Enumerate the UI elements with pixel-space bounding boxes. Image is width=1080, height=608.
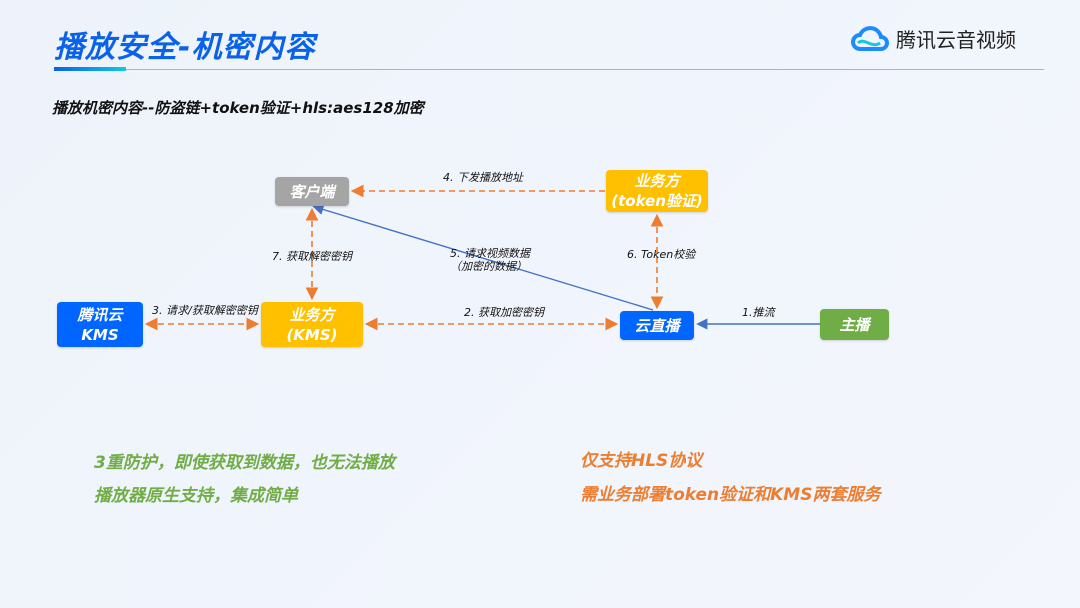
node-label: 业务方 <box>289 305 335 324</box>
node-label: 主播 <box>839 315 870 334</box>
cloud-logo-icon <box>851 25 889 51</box>
edge-label-4: 4. 下发播放地址 <box>443 171 523 184</box>
title-divider <box>54 69 1044 70</box>
node-client-label: 客户端 <box>289 182 335 201</box>
edge-label-7: 7. 获取解密密钥 <box>272 250 352 263</box>
node-client: 客户端 <box>275 177 349 206</box>
brand-logo: 腾讯云音视频 <box>850 24 1016 53</box>
node-label: 云直播 <box>634 316 680 335</box>
edge-label-2: 2. 获取加密密钥 <box>464 306 544 319</box>
page-title: 播放安全-机密内容 <box>54 30 316 65</box>
node-label: 腾讯云 <box>77 305 123 324</box>
pro-note: 播放器原生支持，集成简单 <box>94 486 298 506</box>
arrow-5 <box>312 204 654 311</box>
node-anchor: 主播 <box>820 309 889 340</box>
edge-label-5-sub: （加密的数据） <box>450 260 527 273</box>
subtitle: 播放机密内容--防盗链+token验证+hls:aes128加密 <box>52 99 424 117</box>
node-label: 业务方 <box>634 172 680 190</box>
con-note: 需业务部署token验证和KMS两套服务 <box>580 485 881 505</box>
node-cloud-live: 云直播 <box>620 311 694 340</box>
brand-name: 腾讯云音视频 <box>896 28 1016 52</box>
edge-label-5: 5. 请求视频数据 <box>450 247 530 260</box>
edge-label-6: 6. Token校验 <box>627 248 696 261</box>
node-biz-kms: 业务方(KMS) <box>261 302 363 347</box>
pro-note: 3重防护，即使获取到数据，也无法播放 <box>94 453 395 473</box>
edge-label-3: 3. 请求/获取解密密钥 <box>152 304 258 317</box>
edge-label-1: 1.推流 <box>742 306 775 319</box>
node-label: KMS <box>81 325 119 344</box>
node-label: (token验证) <box>611 192 703 210</box>
node-biz-token: 业务方 (token验证) <box>606 170 708 212</box>
con-note: 仅支持HLS协议 <box>580 451 703 471</box>
node-label: (KMS) <box>286 325 338 344</box>
title-accent <box>54 67 126 71</box>
